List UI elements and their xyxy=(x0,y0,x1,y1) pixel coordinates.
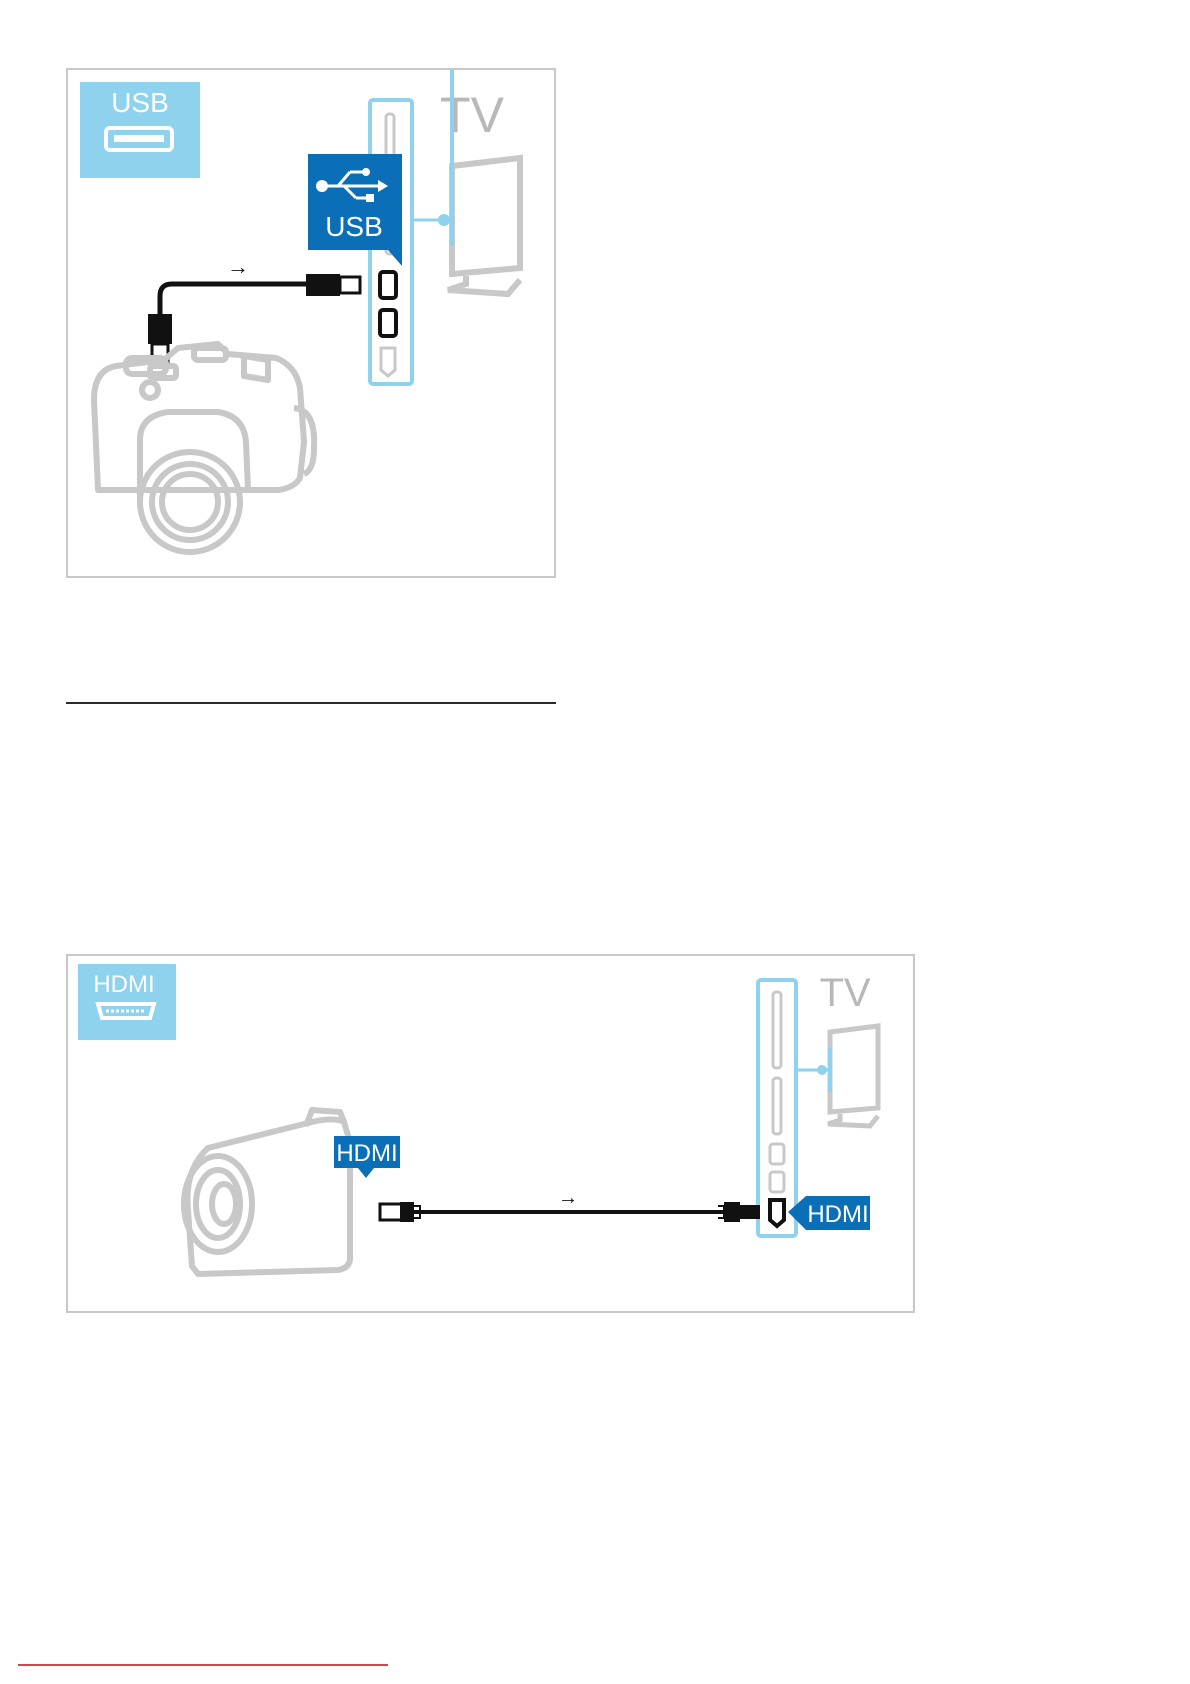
hdmi-port-tag-label: HDMI xyxy=(807,1201,868,1228)
camcorder-hdmi-tag-label: HDMI xyxy=(336,1140,397,1167)
hdmi-port-tag: HDMI xyxy=(788,1196,870,1230)
section-divider xyxy=(66,702,556,704)
usb-badge-label: USB xyxy=(111,87,169,118)
tv-side-panel xyxy=(758,980,796,1236)
tv-monitor-icon xyxy=(448,158,520,294)
usb-port-tag: USB xyxy=(308,154,402,266)
hdmi-badge: HDMI xyxy=(78,964,176,1040)
footer-rule xyxy=(18,1664,388,1666)
hdmi-badge-label: HDMI xyxy=(93,971,154,998)
hdmi-tv-label: TV xyxy=(819,971,870,1015)
usb-connection-diagram: USB TV xyxy=(66,68,556,578)
photo-camera-icon xyxy=(94,344,314,552)
hdmi-flow-arrow: → xyxy=(558,1187,578,1209)
hdmi-diagram-drawing: HDMI TV HDMI xyxy=(68,956,913,1311)
camcorder-hdmi-tag: HDMI xyxy=(334,1136,400,1178)
usb-port-tag-label: USB xyxy=(325,211,383,242)
tv-monitor-icon xyxy=(828,1026,878,1126)
camcorder-icon xyxy=(184,1110,350,1274)
hdmi-cable: → xyxy=(380,1187,760,1222)
usb-flow-arrow: → xyxy=(227,254,249,279)
usb-diagram-drawing: USB TV xyxy=(68,70,554,576)
usb-tv-label: TV xyxy=(440,87,505,143)
usb-badge: USB xyxy=(80,82,200,178)
hdmi-connection-diagram: HDMI TV HDMI xyxy=(66,954,915,1313)
